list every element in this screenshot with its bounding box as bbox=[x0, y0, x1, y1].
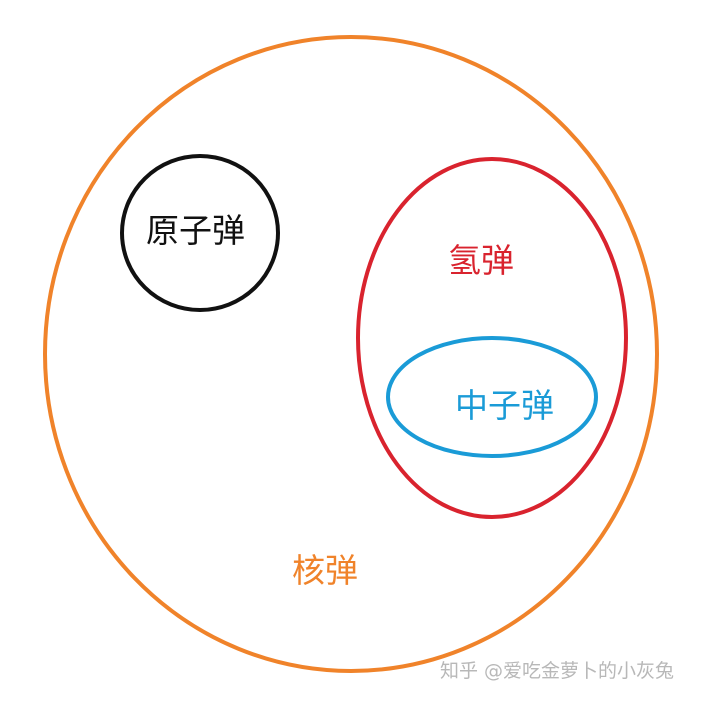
atomic-bomb-label: 原子弹 bbox=[146, 211, 245, 250]
watermark: 知乎 @爱吃金萝卜的小灰兔 bbox=[440, 660, 675, 682]
nuclear-weapon-label: 核弹 bbox=[292, 551, 358, 590]
hydrogen-bomb-label: 氢弹 bbox=[448, 241, 514, 280]
atomic-set-circle bbox=[120, 154, 280, 312]
hydrogen-set-ellipse bbox=[356, 157, 628, 519]
neutron-bomb-label: 中子弹 bbox=[455, 386, 554, 425]
nuclear-set-circle bbox=[43, 35, 659, 673]
neutron-set-ellipse bbox=[386, 336, 598, 458]
